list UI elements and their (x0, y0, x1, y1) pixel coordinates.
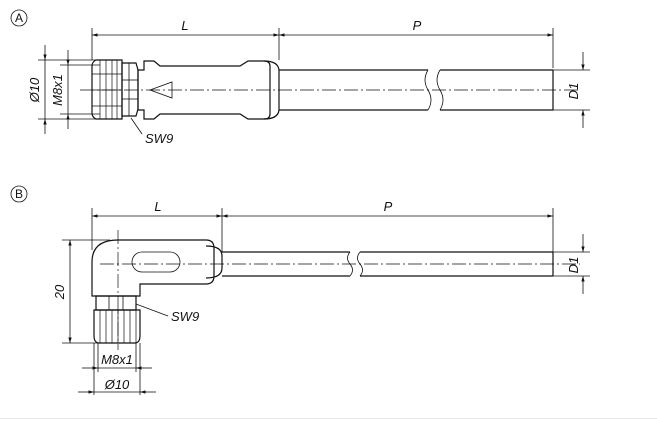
variant-a-thread-label: M8x1 (50, 74, 65, 106)
variant-b-cable-diameter-dimension: D1 (553, 234, 590, 294)
variant-a-cable-length-label: P (413, 18, 422, 33)
variant-a-wrench-size-label: SW9 (145, 131, 173, 146)
variant-a-badge: A (10, 9, 28, 27)
bottom-divider (0, 418, 657, 419)
variant-b-outer-diameter-label: Ø10 (104, 377, 130, 392)
variant-a-cable-diameter-dimension: D1 (553, 52, 590, 128)
variant-a: A L P Ø10 M8x1 (10, 9, 590, 146)
variant-b-badge: B (10, 185, 28, 203)
variant-a-knurled-nut (91, 59, 139, 120)
variant-b-wrench-size-label: SW9 (171, 309, 199, 324)
variant-b-cable-length-label: P (384, 199, 393, 214)
svg-text:B: B (15, 187, 23, 201)
variant-a-length-dimension: L P (91, 18, 554, 68)
variant-b-thread-label: M8x1 (101, 352, 133, 367)
variant-b-cable-diameter-label: D1 (566, 257, 581, 274)
variant-a-length-label: L (181, 18, 188, 33)
variant-b-length-label: L (154, 199, 161, 214)
variant-a-cable (80, 69, 580, 111)
variant-b-height-label: 20 (52, 284, 67, 300)
variant-a-diameter-dimensions: Ø10 M8x1 (27, 45, 100, 134)
variant-b: B L P 20 (10, 185, 590, 395)
variant-b-length-dimension: L P (91, 199, 554, 252)
variant-b-diameter-dimensions: M8x1 Ø10 (78, 343, 156, 395)
variant-b-wrench-size: SW9 (135, 303, 199, 324)
svg-text:A: A (15, 11, 23, 25)
variant-b-angled-head (91, 230, 223, 300)
variant-b-height-dimension: 20 (52, 239, 110, 344)
variant-a-wrench-size: SW9 (130, 117, 173, 146)
variant-a-cable-diameter-label: D1 (566, 83, 581, 100)
variant-b-cable (100, 251, 580, 277)
variant-a-outer-diameter-label: Ø10 (27, 77, 42, 103)
variant-b-knurled-nut (93, 295, 141, 350)
